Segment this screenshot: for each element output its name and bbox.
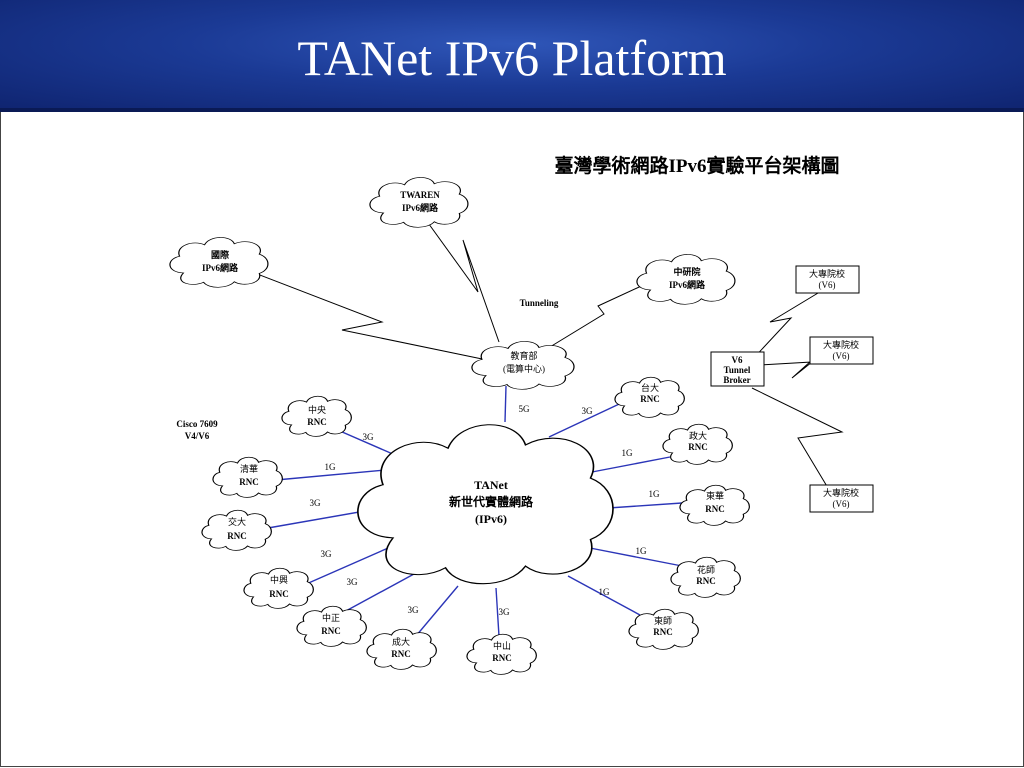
speed-nttu: 1G	[599, 587, 611, 597]
speed-labels: 5G 3G 1G 1G 1G 1G 3G 3G 3G 3G 3G 1G 3G	[310, 404, 661, 617]
rnc-nhlue-sub: RNC	[696, 576, 716, 586]
college-box-3	[809, 484, 874, 513]
rnc-nctu-name: 交大	[228, 516, 246, 527]
rnc-ccu: 中正 RNC	[297, 606, 366, 646]
rnc-nsysu: 中山 RNC	[467, 634, 536, 674]
rnc-nsysu-sub: RNC	[492, 653, 512, 663]
speed-nccu: 1G	[622, 448, 634, 458]
rnc-ncku: 成大 RNC	[367, 629, 436, 669]
speed-nthu: 1G	[325, 462, 337, 472]
rnc-nccu-name: 政大	[689, 430, 707, 441]
rnc-nthu: 清華 RNC	[213, 457, 282, 497]
college-box-2	[809, 336, 874, 365]
rnc-nctu-sub: RNC	[227, 531, 247, 541]
sinica-label-2: IPv6網路	[669, 279, 706, 290]
speed-ndhu: 1G	[649, 489, 661, 499]
rnc-ndhu: 東華 RNC	[680, 485, 749, 525]
link-nttu	[567, 575, 641, 616]
sinica-label-1: 中研院	[673, 266, 700, 277]
rnc-nctu: 交大 RNC	[202, 510, 271, 550]
college-box-1	[795, 265, 860, 294]
rnc-ncku-sub: RNC	[391, 649, 411, 659]
rnc-ncku-name: 成大	[392, 636, 410, 647]
speed-ncku: 3G	[408, 605, 420, 615]
rnc-nthu-sub: RNC	[239, 477, 259, 487]
core-label-2: 新世代實體網路	[449, 494, 534, 509]
rnc-ncu-name: 中央	[308, 404, 326, 415]
rnc-ncu-sub: RNC	[307, 417, 327, 427]
link-broker-college1	[736, 286, 829, 377]
speed-ccu: 3G	[347, 577, 359, 587]
speed-nctu: 3G	[310, 498, 322, 508]
broker-label-3: Broker	[723, 375, 750, 385]
link-moe-twaren	[425, 219, 500, 343]
router-note-1: Cisco 7609	[176, 419, 218, 429]
core-label-3: (IPv6)	[475, 512, 507, 526]
rnc-nthu-name: 清華	[240, 463, 258, 474]
tunnel-broker-box	[710, 351, 765, 387]
link-ccu	[343, 567, 426, 613]
college-3-label-2: (V6)	[833, 499, 850, 509]
broker-label-2: Tunnel	[724, 365, 751, 375]
college-2-label-1: 大專院校	[823, 339, 859, 350]
link-moe-intl	[251, 271, 488, 361]
title-banner	[0, 0, 1024, 110]
speed-nsysu: 3G	[499, 607, 511, 617]
college-1-label-1: 大專院校	[809, 268, 845, 279]
rnc-nccu-sub: RNC	[688, 442, 708, 452]
college-2-label-2: (V6)	[833, 351, 850, 361]
rnc-ncu: 中央 RNC	[282, 396, 351, 436]
rnc-nttu-sub: RNC	[653, 627, 673, 637]
rnc-nchu-sub: RNC	[269, 589, 289, 599]
link-nccu	[591, 456, 671, 473]
rnc-nttu: 東師 RNC	[629, 609, 698, 649]
rnc-nhlue-name: 花師	[697, 564, 715, 575]
speed-nhlue: 1G	[636, 546, 648, 556]
title-banner-rule	[0, 108, 1024, 112]
speed-moe: 5G	[519, 404, 531, 414]
rnc-ccu-name: 中正	[322, 612, 340, 623]
link-moe-sinica	[544, 281, 651, 351]
twaren-label-2: IPv6網路	[402, 202, 439, 213]
rnc-nsysu-name: 中山	[493, 640, 511, 651]
link-moe-core	[504, 385, 507, 423]
speed-nchu: 3G	[321, 549, 333, 559]
router-note-2: V4/V6	[185, 431, 210, 441]
link-nhlue	[589, 547, 683, 567]
speed-ntu: 3G	[582, 406, 594, 416]
speed-ncu: 3G	[363, 432, 375, 442]
rnc-ccu-sub: RNC	[321, 626, 341, 636]
diagram-title: 臺灣學術網路IPv6實驗平台架構圖	[554, 154, 839, 177]
core-label-1: TANet	[474, 478, 508, 492]
rnc-nchu-name: 中興	[270, 574, 288, 585]
rnc-ntu-sub: RNC	[640, 394, 660, 404]
twaren-label-1: TWAREN	[400, 190, 440, 200]
rnc-nhlue: 花師 RNC	[671, 557, 740, 597]
upstream-links	[251, 219, 844, 489]
intl-label-1: 國際	[211, 249, 230, 260]
rnc-nttu-name: 東師	[654, 615, 672, 626]
link-nthu	[275, 469, 386, 481]
rnc-nccu: 政大 RNC	[663, 424, 732, 464]
link-nsysu	[495, 587, 500, 637]
moe-label-1: 教育部	[510, 350, 537, 361]
rnc-nchu: 中興 RNC	[244, 568, 313, 608]
rnc-ntu-name: 台大	[641, 382, 659, 393]
rnc-ndhu-name: 東華	[706, 490, 724, 501]
rnc-ndhu-sub: RNC	[705, 504, 725, 514]
college-1-label-2: (V6)	[819, 280, 836, 290]
slide-title: TANet IPv6 Platform	[297, 30, 727, 86]
moe-label-2: (電算中心)	[503, 363, 545, 374]
broker-label-1: V6	[732, 355, 743, 365]
link-nchu	[303, 544, 396, 586]
intl-label-2: IPv6網路	[202, 262, 239, 273]
rnc-ntu: 台大 RNC	[615, 377, 684, 417]
link-broker-college2	[759, 352, 821, 379]
college-3-label-1: 大專院校	[823, 487, 859, 498]
link-broker-college3	[751, 387, 844, 489]
link-ncku	[415, 585, 459, 637]
tunneling-label: Tunneling	[520, 298, 559, 308]
